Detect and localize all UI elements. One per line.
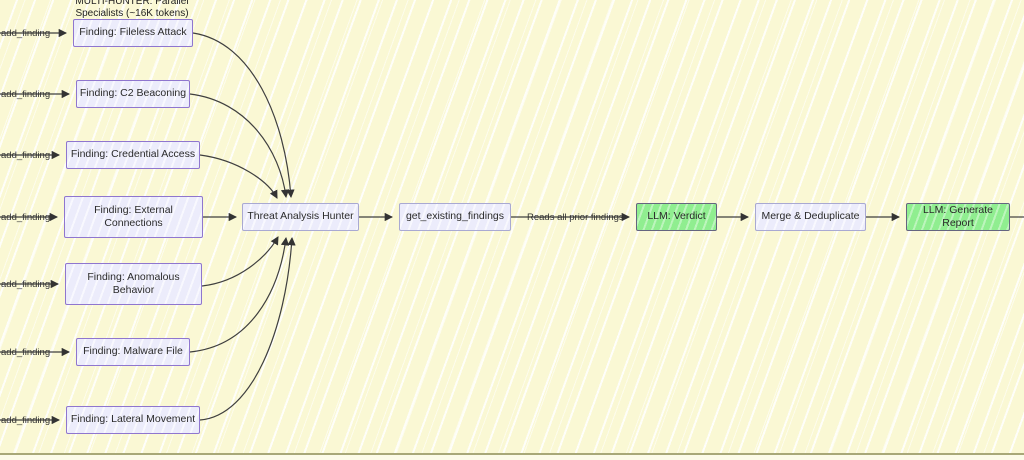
node-label: Threat Analysis Hunter [247,210,354,223]
node-merge-deduplicate: Merge & Deduplicate [755,203,866,231]
node-finding-malware-file: Finding: Malware File [76,338,190,366]
node-finding-anomalous-behavior: Finding: Anomalous Behavior [65,263,202,305]
node-label: Finding: Malware File [83,345,183,358]
cluster-bottom-border [0,453,1024,455]
node-label: Finding: Anomalous Behavior [87,270,180,296]
node-label: LLM: Verdict [647,210,706,223]
node-threat-analysis-hunter: Threat Analysis Hunter [242,203,359,231]
edge-lateral-to-hunter [199,236,296,421]
cluster-title-line2: Specialists (~16K tokens) [75,7,189,19]
node-finding-c2-beaconing: Finding: C2 Beaconing [76,80,190,108]
node-label: Finding: C2 Beaconing [79,87,187,100]
node-label: Finding: Fileless Attack [79,26,187,39]
node-label: Merge & Deduplicate [761,210,860,223]
edge-anomalous-to-hunter [201,236,279,287]
node-get-existing-findings: get_existing_findings [399,203,511,231]
node-finding-credential-access: Finding: Credential Access [66,141,200,169]
node-label: Finding: Lateral Movement [70,413,196,426]
node-label: LLM: Generate Report [922,203,994,229]
edge-c2-to-hunter [189,93,290,199]
edge-credential-to-hunter [199,154,278,199]
node-label: Finding: Credential Access [70,148,196,161]
node-label: Finding: External Connections [94,203,173,229]
node-label: get_existing_findings [405,210,505,223]
edge-fileless-to-hunter [192,32,295,199]
cluster-title: MULTI-HUNTER: Parallel Specialists (~16K… [52,0,212,19]
edge-malware-to-hunter [189,236,290,353]
node-finding-fileless-attack: Finding: Fileless Attack [73,19,193,47]
cluster-title-line1: MULTI-HUNTER: Parallel [75,0,189,7]
node-llm-verdict: LLM: Verdict [636,203,717,231]
outside-cluster-area [0,455,1024,460]
node-finding-lateral-movement: Finding: Lateral Movement [66,406,200,434]
node-llm-generate-report: LLM: Generate Report [906,203,1010,231]
node-finding-external-connections: Finding: External Connections [64,196,203,238]
